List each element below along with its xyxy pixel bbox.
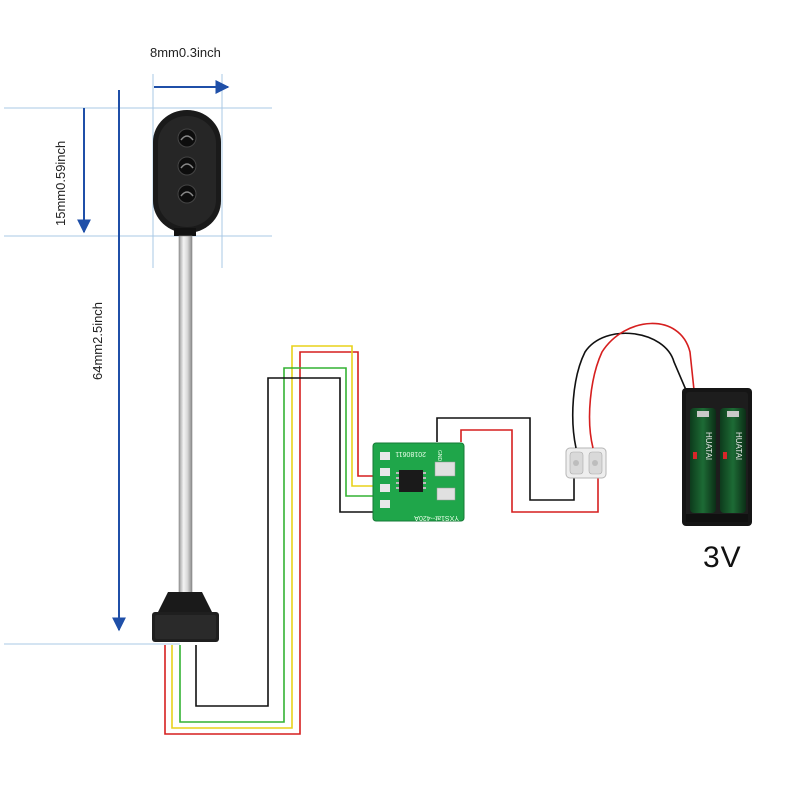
voltage-label: 3V: [703, 541, 742, 574]
battery-brand: HUATAI: [734, 432, 743, 460]
battery-wires: [572, 322, 695, 449]
power-wires: [436, 417, 599, 513]
wire-black: [195, 377, 384, 707]
wire-connector: [565, 447, 607, 479]
battery-holder: HUATAI HUATAI: [682, 388, 752, 526]
wire-black: [436, 417, 575, 501]
wire-black: [572, 332, 687, 449]
battery-cell: [690, 408, 716, 513]
wire-green: [179, 367, 384, 723]
led-lamp-icon: [177, 128, 197, 148]
wire-red: [460, 429, 599, 513]
wire-yellow: [171, 345, 384, 729]
signal-head: [153, 110, 221, 236]
width-label: 8mm0.3inch: [150, 45, 221, 60]
board-date-code: 20180611: [395, 450, 426, 457]
total-height-label: 64mm2.5inch: [90, 302, 105, 380]
battery-brand: HUATAI: [704, 432, 713, 460]
control-board: 20180611 YXS1at--420A GND: [372, 442, 465, 522]
dimension-arrows: [77, 80, 230, 632]
dimension-guides: [4, 74, 272, 645]
led-lamp-icon: [177, 184, 197, 204]
board-model-label: YXS1at--420A: [414, 514, 459, 521]
signal-wires: [164, 345, 384, 735]
signal-pole: [178, 235, 193, 597]
led-lamp-icon: [177, 156, 197, 176]
wire-red: [164, 351, 384, 735]
head-height-label: 15mm0.59inch: [53, 141, 68, 226]
board-pin-label: GND: [436, 450, 442, 462]
battery-cell: [720, 408, 746, 513]
signal-base: [152, 592, 219, 642]
ic-chip: [399, 470, 423, 492]
wire-red: [588, 322, 695, 449]
